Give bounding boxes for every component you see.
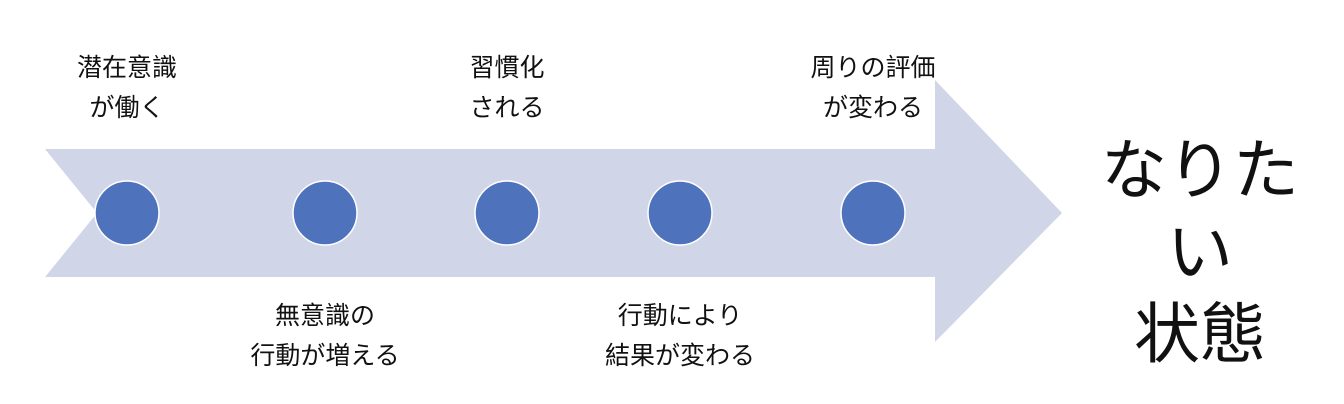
step-label-1: 潜在意識が働く — [76, 53, 177, 122]
step-dot-5 — [840, 180, 906, 246]
goal-label: なりたい状態 — [1101, 132, 1299, 373]
step-label-4: 行動により結果が変わる — [604, 301, 755, 370]
step-dot-4 — [647, 180, 713, 246]
step-dot-2 — [292, 180, 358, 246]
step-dot-1 — [94, 180, 160, 246]
step-label-2: 無意識の行動が増える — [250, 301, 400, 370]
step-label-3: 習慣化される — [469, 53, 545, 122]
arrow-shape — [45, 80, 1062, 342]
step-dot-3 — [474, 180, 540, 246]
step-label-5: 周りの評価が変わる — [810, 53, 936, 122]
